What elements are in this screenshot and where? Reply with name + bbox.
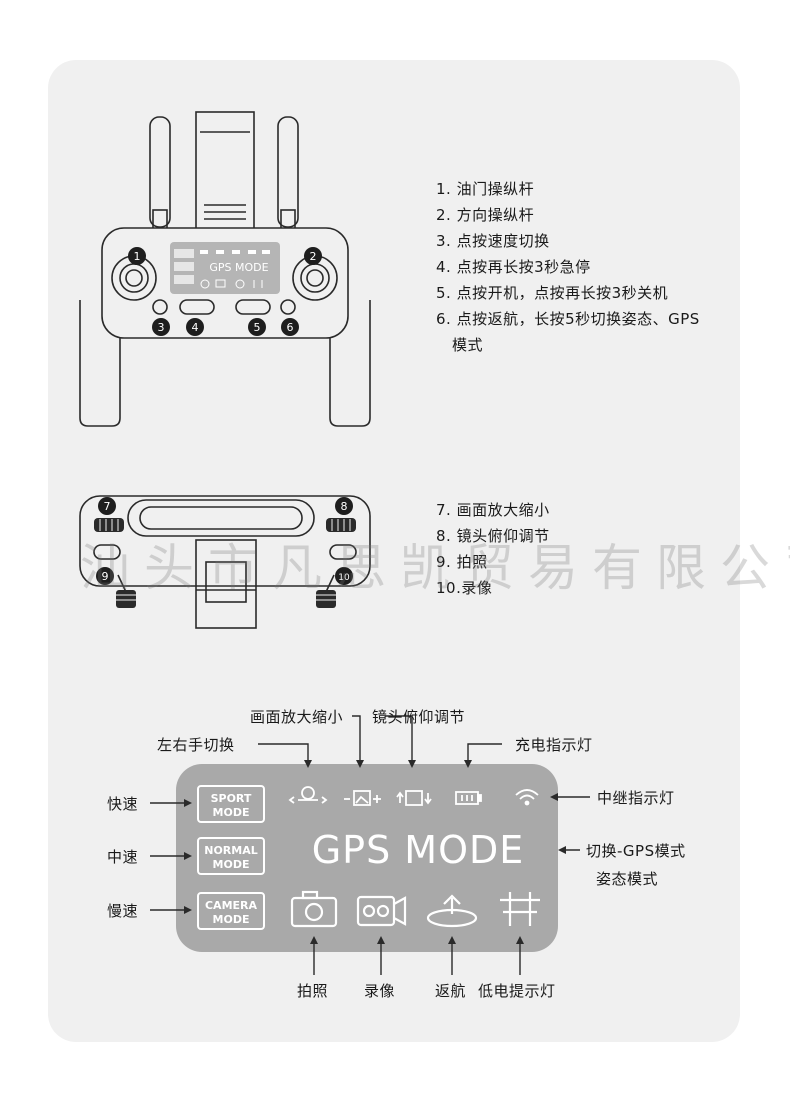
- left-antenna: [149, 116, 171, 228]
- legend-item-4: 4. 点按再长按3秒急停: [436, 258, 591, 276]
- svg-text:10: 10: [338, 573, 350, 583]
- legend-item-2: 2. 方向操纵杆: [436, 206, 535, 224]
- left-leg: [79, 300, 160, 427]
- svg-text:3: 3: [158, 321, 165, 334]
- gps-mode-text: GPS MODE: [312, 828, 525, 872]
- label-switch-gps: 切换-GPS模式: [586, 842, 686, 860]
- label-medium: 中速: [107, 848, 139, 866]
- sport-mode-box: [197, 785, 265, 823]
- top-legend-list: 1. 油门操纵杆 2. 方向操纵杆 3. 点按速度切换 4. 点按再长按3秒急停…: [436, 176, 700, 358]
- mini-screen-mode-text: GPS MODE: [209, 261, 268, 274]
- label-low-battery: 低电提示灯: [478, 982, 556, 1000]
- camera-line2: MODE: [213, 913, 250, 926]
- svg-text:8: 8: [341, 500, 348, 513]
- video-icon: [356, 895, 407, 927]
- svg-text:2: 2: [310, 250, 317, 263]
- low-battery-drone-icon: [500, 892, 540, 926]
- sport-line1: SPORT: [211, 792, 252, 805]
- label-photo: 拍照: [297, 982, 329, 1000]
- wifi-icon: [515, 789, 539, 806]
- label-charge: 充电指示灯: [515, 736, 593, 754]
- legend-item-6: 6. 点按返航，长按5秒切换姿态、GPS: [436, 310, 700, 328]
- legend-item-8: 8. 镜头俯仰调节: [436, 527, 550, 545]
- label-video: 录像: [364, 982, 396, 1000]
- legend-item-10: 10.录像: [436, 579, 493, 597]
- normal-line2: MODE: [213, 858, 250, 871]
- label-relay: 中继指示灯: [597, 789, 675, 807]
- label-slow: 慢速: [107, 902, 139, 920]
- return-home-icon: [426, 894, 478, 928]
- label-zoom: 画面放大缩小: [250, 708, 344, 726]
- right-antenna: [277, 116, 299, 228]
- controller-top-view: [79, 495, 371, 629]
- sport-line2: MODE: [213, 806, 250, 819]
- normal-mode-box: [197, 837, 265, 875]
- tilt-icon: [396, 790, 432, 806]
- label-hand-switch: 左右手切换: [157, 736, 235, 754]
- zoom-icon: [344, 790, 381, 806]
- legend-item-9: 9. 拍照: [436, 553, 488, 571]
- mini-screen: [170, 242, 280, 294]
- legend-item-6-cont: 模式: [452, 336, 484, 354]
- camera-line1: CAMERA: [205, 899, 258, 912]
- badges-mid: 7 8 9 10: [96, 497, 353, 585]
- legend-item-5: 5. 点按开机，点按再长按3秒关机: [436, 284, 669, 302]
- svg-text:7: 7: [104, 500, 111, 513]
- watermark: 汕头市凡思凯贸易有限公司: [80, 539, 790, 597]
- legend-item-7: 7. 画面放大缩小: [436, 501, 550, 519]
- svg-text:5: 5: [254, 321, 261, 334]
- svg-text:1: 1: [134, 250, 141, 263]
- normal-line1: NORMAL: [204, 844, 258, 857]
- legend-item-1: 1. 油门操纵杆: [436, 180, 535, 198]
- battery-icon: [455, 791, 482, 805]
- lcd-display: [176, 764, 558, 952]
- legend-item-3: 3. 点按速度切换: [436, 232, 550, 250]
- badges-top: 1 2 3 4 5 6: [128, 247, 322, 336]
- svg-text:9: 9: [102, 570, 109, 583]
- right-leg: [290, 300, 371, 427]
- camera-mode-box: [197, 892, 265, 930]
- label-fast: 快速: [107, 795, 139, 813]
- label-rth: 返航: [435, 982, 467, 1000]
- mid-legend-list: 7. 画面放大缩小 8. 镜头俯仰调节 9. 拍照 10.录像: [436, 497, 550, 601]
- label-attitude: 姿态模式: [596, 870, 659, 888]
- hand-switch-icon: [288, 786, 328, 804]
- label-tilt: 镜头俯仰调节: [372, 708, 466, 726]
- svg-text:4: 4: [192, 321, 199, 334]
- camera-icon: [290, 890, 338, 928]
- svg-text:6: 6: [287, 321, 294, 334]
- callout-lines: [150, 715, 590, 975]
